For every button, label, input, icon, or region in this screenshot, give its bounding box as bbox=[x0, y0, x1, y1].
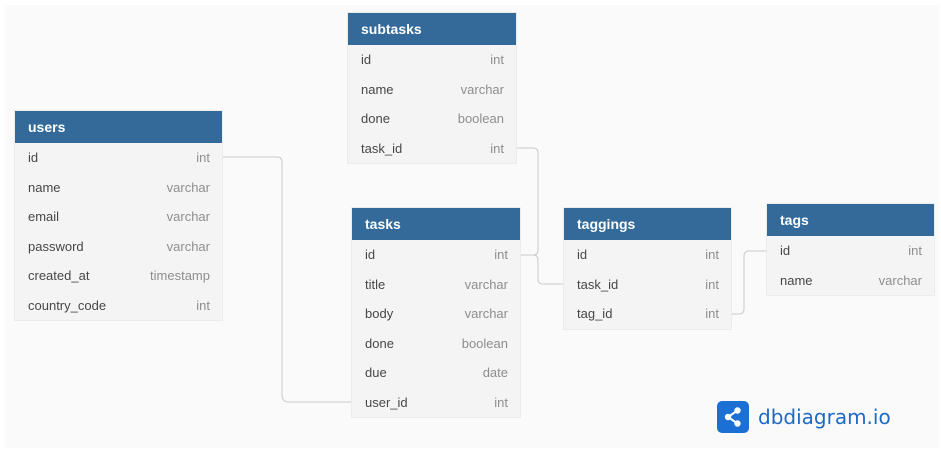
field-name: id bbox=[361, 52, 372, 67]
table-header[interactable]: subtasks bbox=[348, 13, 516, 45]
field-name: done bbox=[361, 111, 390, 126]
field-name: id bbox=[780, 243, 791, 258]
field-row[interactable]: id int bbox=[15, 143, 222, 173]
field-type: int bbox=[494, 394, 508, 410]
diagram-canvas: subtasks id int name varchar done boolea… bbox=[5, 5, 939, 448]
brand-logo[interactable]: dbdiagram.io bbox=[717, 401, 891, 433]
rel-tasks-taggings bbox=[520, 254, 564, 285]
field-type: varchar bbox=[166, 209, 210, 224]
field-type: int bbox=[705, 276, 719, 292]
field-type: boolean bbox=[461, 335, 508, 351]
field-row[interactable]: task_id int bbox=[348, 134, 516, 164]
field-type: varchar bbox=[166, 179, 210, 195]
field-row[interactable]: name varchar bbox=[767, 266, 934, 296]
field-name: name bbox=[780, 272, 813, 288]
field-name: title bbox=[365, 276, 386, 292]
field-row[interactable]: email varchar bbox=[15, 202, 222, 232]
field-name: done bbox=[365, 335, 394, 351]
field-row[interactable]: done boolean bbox=[348, 104, 516, 134]
field-type: boolean bbox=[457, 111, 504, 126]
table-header[interactable]: tasks bbox=[352, 208, 520, 240]
field-row[interactable]: user_id int bbox=[352, 388, 520, 418]
field-name: country_code bbox=[28, 297, 107, 313]
field-name: body bbox=[365, 306, 394, 321]
field-name: tag_id bbox=[577, 306, 613, 321]
field-row[interactable]: name varchar bbox=[15, 173, 222, 203]
field-row[interactable]: id int bbox=[352, 240, 520, 270]
field-name: email bbox=[28, 209, 60, 224]
field-name: name bbox=[28, 179, 61, 195]
rel-taggings-tags bbox=[731, 250, 767, 315]
brand-name: dbdiagram.io bbox=[758, 405, 891, 429]
field-row[interactable]: id int bbox=[564, 240, 731, 270]
rel-subtasks-tasks bbox=[516, 147, 539, 256]
field-type: int bbox=[196, 297, 210, 313]
field-name: task_id bbox=[577, 276, 619, 292]
field-name: user_id bbox=[365, 394, 408, 410]
table-tasks[interactable]: tasks id int title varchar body varchar … bbox=[352, 208, 520, 417]
field-row[interactable]: name varchar bbox=[348, 75, 516, 105]
table-header[interactable]: taggings bbox=[564, 208, 731, 240]
field-type: varchar bbox=[166, 238, 210, 254]
field-row[interactable]: created_at timestamp bbox=[15, 261, 222, 291]
field-name: id bbox=[365, 247, 376, 262]
field-type: varchar bbox=[878, 272, 922, 288]
field-type: int bbox=[908, 243, 922, 258]
rel-users-tasks bbox=[221, 156, 352, 403]
table-users[interactable]: users id int name varchar email varchar … bbox=[15, 111, 222, 320]
table-subtasks[interactable]: subtasks id int name varchar done boolea… bbox=[348, 13, 516, 163]
field-type: timestamp bbox=[150, 268, 210, 283]
field-type: int bbox=[705, 306, 719, 321]
table-header[interactable]: tags bbox=[767, 204, 934, 236]
field-type: int bbox=[490, 140, 504, 156]
field-row[interactable]: body varchar bbox=[352, 299, 520, 329]
field-row[interactable]: id int bbox=[767, 236, 934, 266]
field-name: name bbox=[361, 81, 394, 97]
table-header[interactable]: users bbox=[15, 111, 222, 143]
relationship-lines bbox=[221, 147, 767, 403]
share-icon bbox=[717, 401, 749, 433]
field-type: date bbox=[482, 365, 508, 380]
field-type: int bbox=[196, 150, 210, 165]
field-row[interactable]: title varchar bbox=[352, 270, 520, 300]
field-type: int bbox=[494, 247, 508, 262]
field-type: int bbox=[705, 247, 719, 262]
field-row[interactable]: task_id int bbox=[564, 270, 731, 300]
table-taggings[interactable]: taggings id int task_id int tag_id int bbox=[564, 208, 731, 329]
field-type: int bbox=[490, 52, 504, 67]
field-type: varchar bbox=[464, 276, 508, 292]
field-name: due bbox=[365, 365, 387, 380]
field-row[interactable]: id int bbox=[348, 45, 516, 75]
field-row[interactable]: done boolean bbox=[352, 329, 520, 359]
field-row[interactable]: country_code int bbox=[15, 291, 222, 321]
field-row[interactable]: password varchar bbox=[15, 232, 222, 262]
field-name: created_at bbox=[28, 268, 90, 283]
table-tags[interactable]: tags id int name varchar bbox=[767, 204, 934, 295]
field-type: varchar bbox=[460, 81, 504, 97]
field-name: id bbox=[577, 247, 588, 262]
field-type: varchar bbox=[464, 306, 508, 321]
field-name: task_id bbox=[361, 140, 403, 156]
field-name: password bbox=[28, 238, 84, 254]
field-row[interactable]: tag_id int bbox=[564, 299, 731, 329]
field-row[interactable]: due date bbox=[352, 358, 520, 388]
field-name: id bbox=[28, 150, 39, 165]
